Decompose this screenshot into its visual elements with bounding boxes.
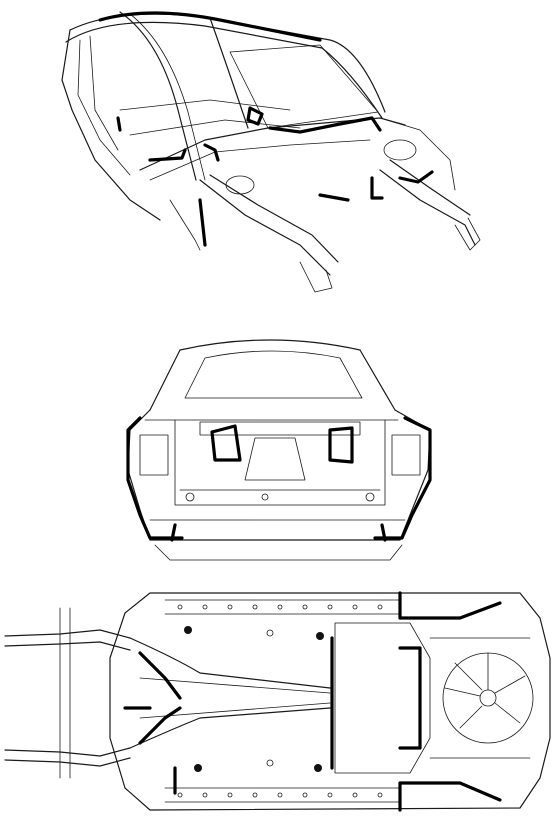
- left-quarter-seal: [126, 416, 184, 540]
- rear-left-floor-seal: [398, 591, 502, 620]
- left-rail-tip: [299, 261, 333, 293]
- left-front-rail-under: [4, 629, 131, 639]
- right-strut-tower: [383, 139, 417, 161]
- underbody-outline: [109, 592, 551, 811]
- rear-window-opening: [184, 350, 363, 399]
- right-rail-underseal: [138, 706, 182, 745]
- rear-quarter-inner: [77, 39, 131, 176]
- rocker-holes: [177, 604, 383, 798]
- right-floor-rail: [129, 707, 331, 749]
- cowl-left-seal: [203, 143, 220, 162]
- cowl-line: [139, 117, 406, 171]
- left-c-pillar: [149, 349, 181, 411]
- spare-wheel-well: [244, 437, 306, 481]
- floor-plug-2: [316, 632, 324, 640]
- floor-hole-2: [266, 759, 274, 767]
- isometric-body-drawing: [61, 11, 481, 293]
- spare-well-ribs: [444, 652, 526, 729]
- right-front-rail: [379, 169, 476, 246]
- right-quarter-seal: [373, 416, 432, 540]
- right-front-rail-under-inner: [4, 757, 131, 767]
- rear-hole-center: [261, 493, 269, 501]
- b-pillar-inner: [129, 13, 206, 181]
- underbody-view: [0, 578, 558, 824]
- right-front-rail-top: [389, 159, 471, 216]
- floor-plug-3: [194, 764, 202, 772]
- left-front-rail-under-inner: [4, 641, 131, 651]
- tunnel-right: [139, 702, 331, 719]
- left-rail-seal: [198, 198, 207, 247]
- left-trunk-gutter-seal: [210, 424, 242, 462]
- underbody-drawing: [4, 591, 551, 812]
- left-floor-rail: [129, 637, 331, 689]
- rear-quarter-seal: [116, 116, 122, 132]
- roof-outline: [69, 13, 386, 113]
- spare-tire-center: [479, 689, 497, 707]
- left-front-rail: [199, 179, 331, 276]
- dash-seal: [268, 116, 382, 134]
- floor-hole-1: [266, 629, 274, 637]
- rear-body-view: [0, 320, 558, 570]
- isometric-body-view: [0, 0, 558, 300]
- rail-joint-seal: [318, 193, 350, 202]
- right-front-rail-under: [4, 747, 131, 757]
- c-pillar-inner: [89, 35, 119, 151]
- floor-cross: [129, 119, 301, 136]
- floor-plug-4: [314, 764, 322, 772]
- rear-floor-panel: [334, 622, 431, 774]
- tunnel-left: [139, 677, 331, 694]
- windshield-opening: [229, 44, 379, 129]
- right-apron: [379, 117, 456, 191]
- trunk-opening: [174, 419, 386, 506]
- tunnel-seal: [246, 106, 264, 126]
- rear-pillar: [61, 29, 161, 221]
- right-apron-seal: [398, 170, 434, 184]
- rear-floor-joint-seal: [398, 646, 422, 750]
- b-pillar: [119, 11, 197, 181]
- floor-plug-1: [184, 626, 192, 634]
- left-bumper-seal: [170, 523, 177, 542]
- rear-body-drawing: [126, 339, 432, 561]
- rear-hole-left: [185, 492, 195, 502]
- right-rail-tip: [454, 217, 481, 251]
- left-front-rail-top: [209, 174, 339, 263]
- rear-seat-cross: [119, 99, 291, 111]
- left-rail-underseal: [138, 651, 182, 700]
- a-pillar-right: [321, 47, 383, 119]
- roof-inner: [65, 21, 323, 49]
- rear-floor-seal: [148, 148, 187, 162]
- right-lamp-pocket: [391, 434, 421, 476]
- rear-hole-right: [365, 492, 375, 502]
- rear-right-floor-seal: [398, 781, 502, 812]
- roof-seal: [98, 11, 322, 42]
- dash-panel: [149, 139, 371, 181]
- right-trunk-gutter-seal: [328, 426, 354, 464]
- left-lamp-pocket: [139, 434, 169, 476]
- rear-roof-arc: [179, 339, 396, 411]
- left-strut-tower: [225, 175, 255, 195]
- a-pillar: [209, 17, 249, 129]
- right-bumper-seal: [380, 523, 387, 542]
- rear-parcel-shelf: [199, 421, 361, 436]
- rear-bumper-beam: [154, 544, 403, 561]
- right-rail-seal: [370, 176, 384, 200]
- left-apron: [169, 199, 201, 251]
